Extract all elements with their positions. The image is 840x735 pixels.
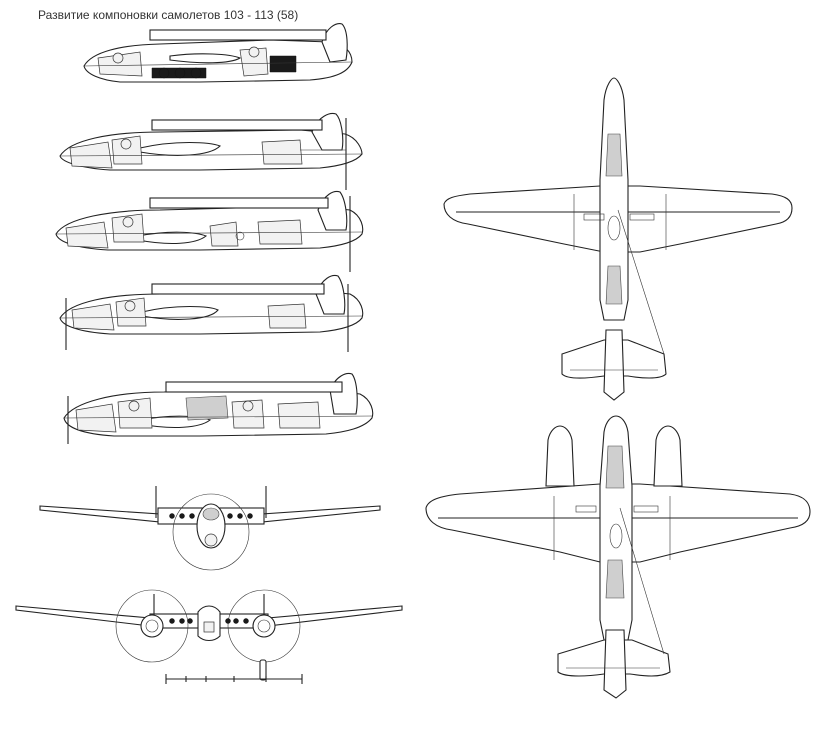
side-view-2 <box>59 112 363 190</box>
page-title: Развитие компоновки самолетов 103 - 113 … <box>38 8 299 22</box>
front-view-twin-engine <box>15 589 403 681</box>
front-view-single-engine <box>39 486 381 571</box>
side-view-5 <box>63 372 374 444</box>
side-view-1 <box>83 23 353 83</box>
side-view-3 <box>55 190 364 272</box>
plan-view-twin-tail <box>425 415 811 699</box>
plan-view-single-tail <box>443 77 793 401</box>
scale-bar <box>165 674 303 684</box>
side-view-4 <box>59 274 364 352</box>
